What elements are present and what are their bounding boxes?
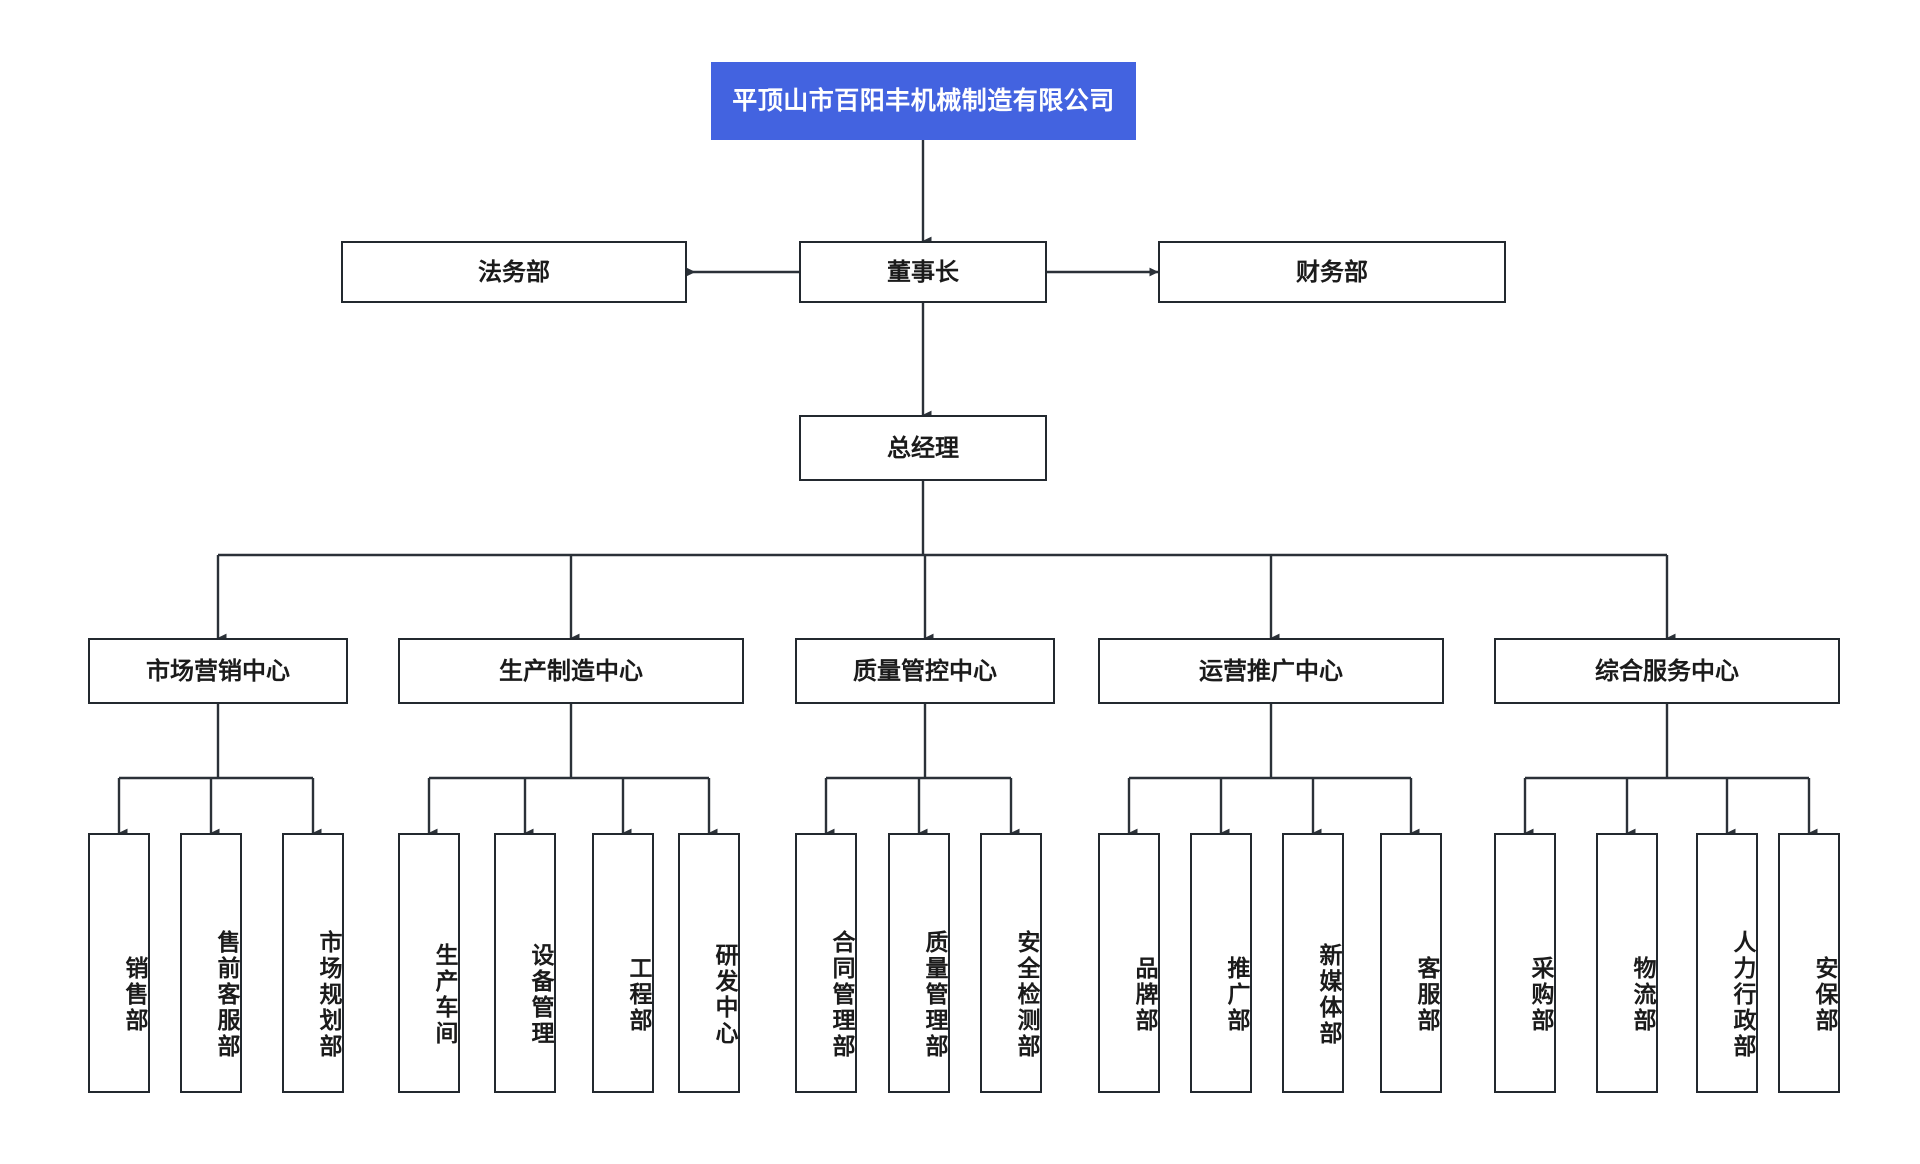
node-legal[interactable]: 法务部 — [341, 241, 687, 303]
node-department[interactable]: 物流部 — [1596, 833, 1658, 1093]
node-label: 运营推广中心 — [1199, 656, 1343, 685]
node-gm[interactable]: 总经理 — [799, 415, 1047, 481]
node-department[interactable]: 推广部 — [1190, 833, 1252, 1093]
node-label: 研发中心 — [711, 943, 737, 1047]
node-label: 质量管控中心 — [853, 656, 997, 685]
node-label: 采购部 — [1527, 956, 1553, 1034]
node-label: 质量管理部 — [921, 930, 947, 1060]
node-label: 销售部 — [121, 956, 147, 1034]
node-label: 市场规划部 — [315, 930, 341, 1060]
node-department[interactable]: 市场规划部 — [282, 833, 344, 1093]
node-department[interactable]: 新媒体部 — [1282, 833, 1344, 1093]
node-department[interactable]: 生产车间 — [398, 833, 460, 1093]
node-chairman[interactable]: 董事长 — [799, 241, 1047, 303]
node-center-production[interactable]: 生产制造中心 — [398, 638, 744, 704]
node-department[interactable]: 品牌部 — [1098, 833, 1160, 1093]
node-department[interactable]: 采购部 — [1494, 833, 1556, 1093]
node-label: 总经理 — [887, 433, 959, 462]
node-label: 物流部 — [1629, 956, 1655, 1034]
node-department[interactable]: 合同管理部 — [795, 833, 857, 1093]
node-department[interactable]: 人力行政部 — [1696, 833, 1758, 1093]
node-department[interactable]: 客服部 — [1380, 833, 1442, 1093]
node-label: 设备管理 — [527, 943, 553, 1047]
node-label: 平顶山市百阳丰机械制造有限公司 — [732, 86, 1115, 115]
node-finance[interactable]: 财务部 — [1158, 241, 1506, 303]
node-label: 法务部 — [478, 257, 550, 286]
node-label: 推广部 — [1223, 956, 1249, 1034]
node-department[interactable]: 质量管理部 — [888, 833, 950, 1093]
node-label: 客服部 — [1413, 956, 1439, 1034]
node-department[interactable]: 安全检测部 — [980, 833, 1042, 1093]
node-label: 董事长 — [887, 257, 959, 286]
node-label: 生产制造中心 — [499, 656, 643, 685]
node-department[interactable]: 安保部 — [1778, 833, 1840, 1093]
node-center-operations[interactable]: 运营推广中心 — [1098, 638, 1444, 704]
node-label: 财务部 — [1296, 257, 1368, 286]
node-department[interactable]: 研发中心 — [678, 833, 740, 1093]
node-department[interactable]: 工程部 — [592, 833, 654, 1093]
node-label: 安全检测部 — [1013, 930, 1039, 1060]
node-department[interactable]: 售前客服部 — [180, 833, 242, 1093]
node-center-marketing[interactable]: 市场营销中心 — [88, 638, 348, 704]
node-label: 新媒体部 — [1315, 943, 1341, 1047]
node-label: 品牌部 — [1131, 956, 1157, 1034]
node-label: 市场营销中心 — [146, 656, 290, 685]
node-center-services[interactable]: 综合服务中心 — [1494, 638, 1840, 704]
node-department[interactable]: 销售部 — [88, 833, 150, 1093]
node-label: 售前客服部 — [213, 930, 239, 1060]
node-label: 生产车间 — [431, 943, 457, 1047]
node-center-quality[interactable]: 质量管控中心 — [795, 638, 1055, 704]
node-label: 综合服务中心 — [1595, 656, 1739, 685]
node-label: 人力行政部 — [1729, 930, 1755, 1060]
node-department[interactable]: 设备管理 — [494, 833, 556, 1093]
node-company-root[interactable]: 平顶山市百阳丰机械制造有限公司 — [711, 62, 1136, 140]
node-label: 工程部 — [625, 956, 651, 1034]
node-label: 合同管理部 — [828, 930, 854, 1060]
node-label: 安保部 — [1811, 956, 1837, 1034]
